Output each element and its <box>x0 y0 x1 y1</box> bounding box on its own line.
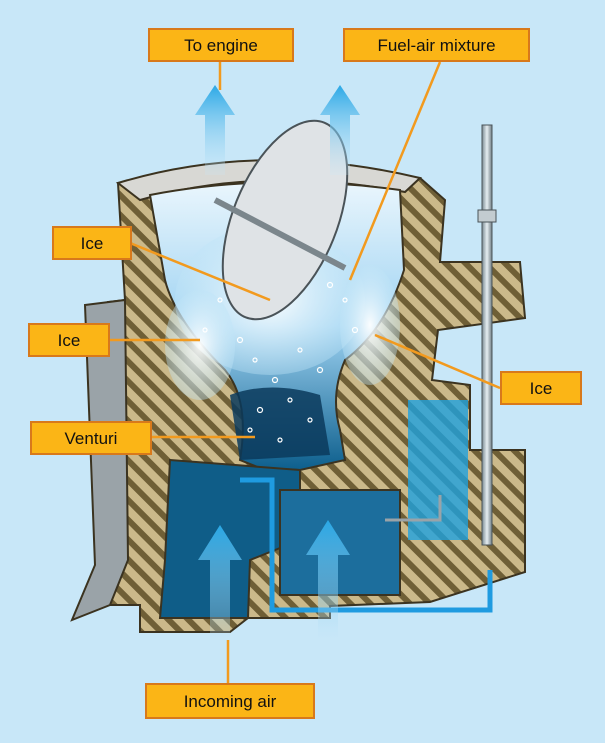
airflow-arrows <box>195 85 360 640</box>
fuel-bubbles <box>202 281 359 443</box>
label-incoming-air: Incoming air <box>145 683 315 719</box>
ice-right-wall <box>340 265 400 385</box>
venturi-flow-region <box>230 387 330 460</box>
label-fuel-air-mixture: Fuel-air mixture <box>343 28 530 62</box>
housing-side-face <box>70 298 130 622</box>
label-ice-left: Ice <box>28 323 110 357</box>
ice-left-wall <box>165 290 235 400</box>
label-to-engine: To engine <box>148 28 294 62</box>
fuel-line-riser <box>385 495 442 522</box>
float-chamber-fuel <box>408 400 468 540</box>
intake-arrow-left <box>198 525 242 640</box>
exit-arrow-left <box>195 85 235 175</box>
throttle-shaft <box>213 197 347 271</box>
fuel-line <box>240 477 493 613</box>
label-ice-top-left: Ice <box>52 226 132 260</box>
exit-arrow-right <box>320 85 360 175</box>
leader-lines <box>110 60 501 683</box>
intake-arrow-right <box>306 520 350 640</box>
vent-tube <box>481 124 493 546</box>
throttle-plate <box>221 119 349 321</box>
label-venturi: Venturi <box>30 421 152 455</box>
vent-tube-collar <box>477 209 497 223</box>
leader-ice-top <box>129 241 271 302</box>
leader-ice-right <box>374 333 501 390</box>
leader-fuel-air <box>348 61 442 281</box>
label-ice-right: Ice <box>500 371 582 405</box>
air-intake-channel <box>158 458 301 619</box>
